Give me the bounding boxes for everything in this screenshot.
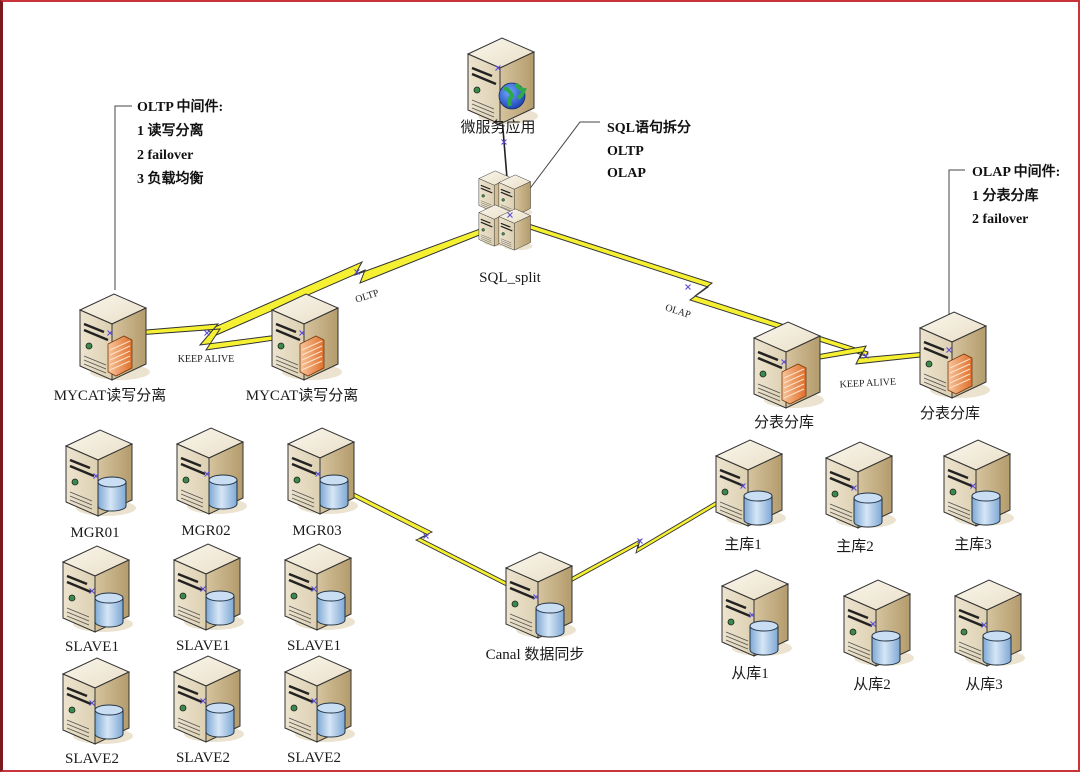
node-sql-split-label: SQL_split [479, 270, 542, 286]
annotation-line: 2 failover [137, 148, 193, 163]
node-mycat-2[interactable] [270, 292, 344, 382]
node-slave2-c[interactable] [283, 654, 357, 744]
annotation-line: 2 failover [972, 212, 1028, 227]
node-label: SLAVE2 [287, 750, 341, 766]
node-mgr03[interactable] [286, 426, 360, 516]
node-label: 从库1 [731, 665, 769, 682]
annotation-line: OLAP 中间件: [972, 163, 1060, 180]
node-mycat-2-label: MYCAT读写分离 [246, 387, 359, 404]
node-label: 主库3 [954, 536, 992, 553]
node-slave1-c[interactable] [283, 542, 357, 632]
annotation-sql-split: SQL语句拆分 OLTP OLAP [607, 119, 691, 181]
link-keepalive-right-label: KEEP ALIVE [839, 377, 896, 391]
link-oltp [207, 217, 513, 337]
annotation-line: OLTP [607, 144, 644, 159]
links-layer [109, 67, 949, 601]
node-label: MGR03 [292, 523, 341, 539]
node-slave1-b[interactable] [172, 542, 246, 632]
annotation-olap: OLAP 中间件: 1 分表分库 2 failover [972, 163, 1060, 227]
node-label: 主库2 [836, 538, 874, 555]
annotation-line: OLAP [607, 166, 646, 181]
node-shard-2[interactable] [918, 310, 992, 400]
annotation-line: 3 负载均衡 [137, 170, 204, 187]
node-master-1[interactable] [714, 438, 788, 528]
node-mycat-1-label: MYCAT读写分离 [54, 387, 167, 404]
annotation-leaders [114, 105, 965, 350]
globe-icon [498, 82, 527, 110]
node-app-label: 微服务应用 [460, 118, 535, 136]
node-slave2-b[interactable] [172, 654, 246, 744]
node-label: 主库1 [724, 536, 762, 553]
node-label: 从库3 [965, 676, 1003, 693]
node-app[interactable] [466, 36, 540, 126]
link-olap-label: OLAP [664, 302, 693, 321]
annotation-line: SQL语句拆分 [607, 119, 691, 136]
node-master-2[interactable] [824, 440, 898, 530]
node-mgr02[interactable] [175, 426, 249, 516]
node-slave2-a[interactable] [61, 656, 135, 746]
node-shard-2-label: 分表分库 [920, 405, 980, 422]
master-group: 主库1 主库2 主库3 [714, 438, 1016, 555]
node-canal-label: Canal 数据同步 [486, 646, 585, 663]
node-label: MGR02 [181, 523, 230, 539]
node-label: MGR01 [70, 525, 119, 541]
link-oltp-label: OLTP [354, 288, 381, 306]
annotation-line: 1 读写分离 [137, 122, 204, 139]
node-mycat-1[interactable] [78, 292, 152, 382]
node-label: SLAVE2 [176, 750, 230, 766]
node-slave-2[interactable] [842, 578, 916, 668]
node-slave-1[interactable] [720, 568, 794, 658]
annotation-line: 1 分表分库 [972, 187, 1039, 204]
node-shard-1[interactable] [752, 320, 826, 410]
slave-group: 从库1 从库2 从库3 [720, 568, 1027, 693]
node-label: SLAVE1 [65, 639, 119, 655]
node-mgr01[interactable] [64, 428, 138, 518]
annotation-oltp: OLTP 中间件: 1 读写分离 2 failover 3 负载均衡 [137, 98, 223, 187]
annotation-line: OLTP 中间件: [137, 98, 223, 115]
node-slave1-a[interactable] [61, 544, 135, 634]
node-label: 从库2 [853, 676, 891, 693]
node-label: SLAVE1 [287, 638, 341, 654]
node-label: SLAVE1 [176, 638, 230, 654]
node-sql-split[interactable] [478, 170, 534, 251]
node-canal[interactable] [504, 550, 578, 640]
node-slave-3[interactable] [953, 578, 1027, 668]
mgr-group: MGR01 MGR02 MGR03 SLAVE1 SLAVE1 SLAVE1 S… [61, 426, 360, 767]
node-master-3[interactable] [942, 438, 1016, 528]
node-label: SLAVE2 [65, 751, 119, 767]
node-shard-1-label: 分表分库 [754, 414, 814, 431]
link-keepalive-left-label: KEEP ALIVE [178, 354, 235, 365]
